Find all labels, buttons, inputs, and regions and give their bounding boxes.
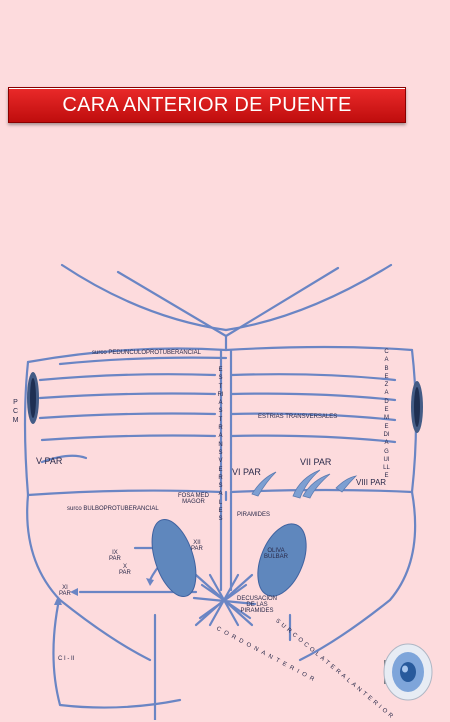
estria-l3 [38, 412, 217, 420]
pcm-label: PCM [12, 399, 19, 424]
v-par-label: V PAR [36, 456, 63, 466]
vi-par-label: VI PAR [232, 467, 261, 477]
estria-l2 [38, 392, 217, 400]
estrias-transversales-label: ESTRIAS TRANSVERSALES [258, 414, 338, 420]
fosa-media-label: FOSA MED MAGOR [178, 493, 210, 505]
pcm-right [411, 381, 423, 433]
x-par-label: X PAR [119, 564, 131, 576]
c1-loop [52, 603, 182, 709]
title-bar: CARA ANTERIOR DE PUENTE [8, 87, 406, 123]
oliva-bulbar-label: OLIVA BULBAR [264, 548, 289, 560]
speaker-icon[interactable] [383, 643, 433, 701]
olive-left [151, 519, 197, 597]
c1-arrowhead [54, 596, 62, 605]
pcm-left [27, 372, 39, 424]
top-v-right [224, 263, 393, 332]
cabeza-vertical-label: CABEZADEMEDIAGUILLE [383, 349, 390, 480]
medulla-right-edge [298, 490, 417, 662]
vii-par-shape-2 [302, 473, 331, 499]
estria-r3 [230, 412, 397, 422]
top-v-left [60, 263, 228, 332]
v-par-nerve [40, 454, 88, 464]
ix-par-label: IX PAR [109, 550, 121, 562]
olive-right [257, 523, 307, 597]
estria-l4 [40, 434, 217, 442]
decusacion-label: DECUSACION DE LAS PIRAMIDES [237, 596, 278, 614]
pons-bottom-left [26, 489, 223, 497]
vi-par-shape [251, 471, 277, 497]
c1-label: C I - II [58, 656, 75, 662]
xi-par-arrowhead [70, 588, 78, 596]
surco-pedunculoprotuberancial-label: surco PEDUNCULOPROTUBERANCIAL [92, 350, 202, 356]
estria-r2 [230, 392, 397, 402]
viii-par-label: VIII PAR [356, 478, 387, 487]
estria-r1 [230, 373, 397, 382]
piramides-label: PIRAMIDES [237, 512, 271, 518]
vii-par-shape-1 [292, 469, 321, 499]
decus-7 [208, 573, 240, 627]
pons-left-edge [23, 360, 30, 497]
page-title: CARA ANTERIOR DE PUENTE [62, 94, 352, 116]
xii-arrowhead [146, 578, 154, 586]
medulla-left-edge [26, 493, 152, 662]
viii-par-shape [335, 475, 358, 493]
xi-par-label: XI PAR [59, 585, 71, 597]
top-v-inner [116, 266, 340, 338]
surco-bulboprotuberancial-label: surco BULBOPROTUBERANCIAL [67, 506, 159, 512]
pons-top-edge [26, 345, 414, 364]
vii-par-label: VII PAR [300, 457, 332, 467]
xii-par-label: XII PAR [191, 540, 203, 552]
estria-l1 [38, 373, 217, 382]
estrias-vertical-label: ESTRIASTRANSVERSALES [217, 367, 224, 523]
surco-ped-line [58, 356, 228, 366]
estria-r4 [230, 434, 397, 444]
